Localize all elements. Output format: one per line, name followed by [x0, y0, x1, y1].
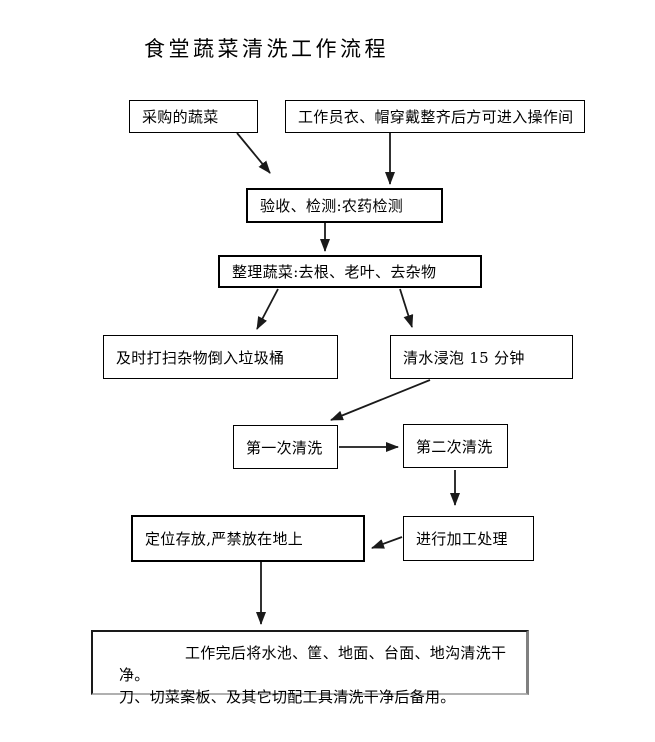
arrow-sorting-to-trash [256, 288, 279, 330]
node-dress-code-label: 工作员衣、帽穿戴整齐后方可进入操作间 [298, 108, 574, 126]
arrow-processing-to-storage [371, 536, 403, 549]
node-cleanup-line1: 工作完后将水池、筐、地面、台面、地沟清洗干净。 [119, 644, 507, 684]
node-purchased-vegetables-label: 采购的蔬菜 [142, 108, 219, 126]
arrow-purchase-to-inspection [236, 132, 271, 174]
node-trash-disposal: 及时打扫杂物倒入垃圾桶 [103, 335, 338, 379]
node-purchased-vegetables: 采购的蔬菜 [129, 100, 258, 133]
node-processing-label: 进行加工处理 [416, 530, 508, 548]
node-processing: 进行加工处理 [403, 516, 534, 561]
node-second-wash-label: 第二次清洗 [416, 437, 493, 456]
arrow-soak-to-first-wash [330, 379, 431, 421]
node-soak-label: 清水浸泡 15 分钟 [403, 348, 525, 367]
node-dress-code: 工作员衣、帽穿戴整齐后方可进入操作间 [285, 100, 585, 133]
node-inspection-label: 验收、检测:农药检测 [260, 197, 404, 215]
arrow-sorting-to-soak [399, 288, 414, 328]
node-inspection: 验收、检测:农药检测 [246, 188, 443, 223]
node-cleanup-line2: 刀、切菜案板、及其它切配工具清洗干净后备用。 [119, 688, 456, 706]
node-storage: 定位存放,严禁放在地上 [131, 515, 365, 562]
node-sorting: 整理蔬菜:去根、老叶、去杂物 [218, 255, 482, 288]
node-soak: 清水浸泡 15 分钟 [390, 335, 573, 379]
node-sorting-label: 整理蔬菜:去根、老叶、去杂物 [232, 263, 437, 281]
node-second-wash: 第二次清洗 [403, 424, 508, 468]
node-storage-label: 定位存放,严禁放在地上 [145, 530, 304, 548]
node-trash-disposal-label: 及时打扫杂物倒入垃圾桶 [116, 348, 285, 367]
node-cleanup: 工作完后将水池、筐、地面、台面、地沟清洗干净。 刀、切菜案板、及其它切配工具清洗… [91, 630, 529, 706]
node-first-wash: 第一次清洗 [233, 425, 338, 469]
node-first-wash-label: 第一次清洗 [246, 438, 323, 457]
page-title: 食堂蔬菜清洗工作流程 [144, 37, 389, 61]
